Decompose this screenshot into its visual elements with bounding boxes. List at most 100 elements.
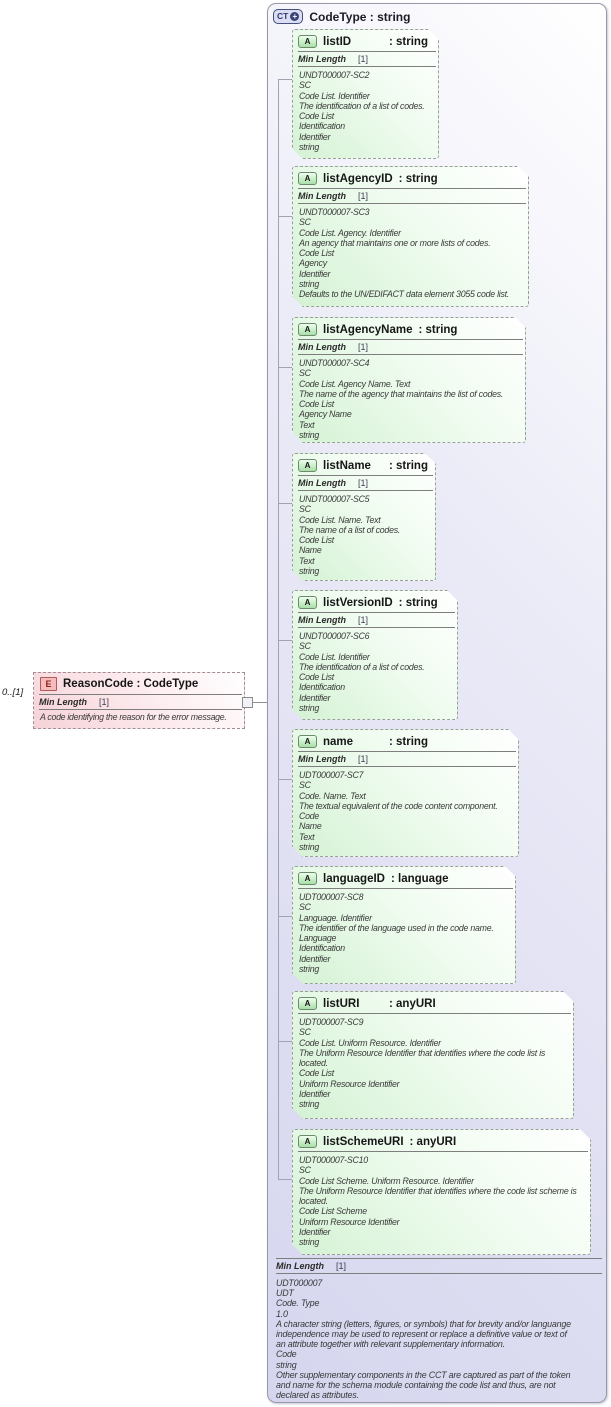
element-multiplicity: 0..[1] bbox=[2, 687, 24, 698]
attribute-type: : string bbox=[398, 172, 438, 185]
attribute-name: listAgencyID bbox=[323, 172, 393, 185]
attribute-facet-row: Min Length [1] bbox=[298, 191, 369, 201]
attribute-name: listID bbox=[323, 35, 352, 48]
tree-connector-stub bbox=[278, 779, 292, 780]
tree-connector-stub bbox=[278, 916, 292, 917]
divider bbox=[298, 51, 436, 52]
attribute-icon: A bbox=[298, 323, 317, 336]
attribute-facet-row: Min Length [1] bbox=[298, 754, 369, 764]
attribute-name: languageID bbox=[323, 872, 385, 885]
attribute-name: listURI bbox=[323, 997, 360, 1010]
attribute-icon: A bbox=[298, 735, 317, 748]
type-facet-row: Min Length [1] bbox=[276, 1261, 347, 1271]
codetype-panel[interactable]: CT + CodeType : string A listID : string… bbox=[267, 3, 607, 1403]
panel-title-row: CT + CodeType : string bbox=[273, 9, 410, 24]
tree-connector-stub bbox=[278, 1179, 292, 1180]
tree-connector-stub bbox=[278, 503, 292, 504]
element-annotation: A code identifying the reason for the er… bbox=[40, 712, 227, 722]
attribute-type: : string bbox=[389, 35, 428, 48]
attribute-icon: A bbox=[298, 1135, 317, 1148]
attribute-name: name bbox=[323, 735, 354, 748]
attribute-title-row: A listID : string bbox=[293, 30, 438, 49]
tree-connector-stub bbox=[278, 216, 292, 217]
attribute-box-listAgencyName[interactable]: A listAgencyName : string Min Length [1]… bbox=[292, 317, 526, 443]
tree-connector-stub bbox=[278, 367, 292, 368]
attribute-box-listID[interactable]: A listID : string Min Length [1] UNDT000… bbox=[292, 29, 439, 159]
panel-title: CodeType : string bbox=[309, 9, 411, 24]
attribute-type: : anyURI bbox=[409, 1135, 457, 1148]
divider bbox=[276, 1258, 602, 1259]
attribute-title-row: A listURI : anyURI bbox=[293, 992, 573, 1011]
attribute-box-name[interactable]: A name : string Min Length [1] UDT000007… bbox=[292, 729, 519, 857]
divider bbox=[298, 188, 526, 189]
expand-collapse-handle[interactable] bbox=[242, 697, 253, 708]
divider bbox=[298, 1151, 588, 1152]
element-title-row: E ReasonCode : CodeType bbox=[34, 673, 244, 692]
divider bbox=[298, 888, 513, 889]
divider bbox=[298, 627, 455, 628]
element-reasoncode[interactable]: E ReasonCode : CodeType Min Length [1] A… bbox=[33, 672, 245, 729]
divider bbox=[39, 709, 242, 710]
tree-connector-stub bbox=[278, 1041, 292, 1042]
attribute-facet-row: Min Length [1] bbox=[298, 478, 369, 488]
divider bbox=[298, 203, 526, 204]
attribute-icon: A bbox=[298, 596, 317, 609]
tree-rail bbox=[278, 79, 279, 1179]
tree-connector-stub bbox=[278, 640, 292, 641]
attribute-box-listAgencyID[interactable]: A listAgencyID : string Min Length [1] U… bbox=[292, 166, 529, 307]
complextype-icon: CT + bbox=[273, 9, 304, 24]
divider bbox=[298, 1013, 571, 1014]
attribute-box-listVersionID[interactable]: A listVersionID : string Min Length [1] … bbox=[292, 590, 458, 720]
divider bbox=[298, 490, 433, 491]
attribute-facet-row: Min Length [1] bbox=[298, 615, 369, 625]
divider bbox=[298, 612, 455, 613]
element-title: ReasonCode : CodeType bbox=[63, 678, 199, 690]
attribute-facet-row: Min Length [1] bbox=[298, 342, 369, 352]
element-icon: E bbox=[40, 677, 57, 691]
divider bbox=[276, 1273, 602, 1274]
divider bbox=[39, 694, 242, 695]
attribute-name: listSchemeURI bbox=[323, 1135, 404, 1148]
divider bbox=[298, 475, 433, 476]
attribute-title-row: A listName : string bbox=[293, 454, 435, 473]
attribute-type: : string bbox=[418, 323, 458, 336]
attribute-type: : anyURI bbox=[389, 997, 436, 1010]
attribute-title-row: A name : string bbox=[293, 730, 518, 749]
attribute-icon: A bbox=[298, 459, 317, 472]
plus-icon: + bbox=[290, 12, 300, 21]
element-facet-row: Min Length [1] bbox=[39, 697, 110, 707]
attribute-type: : string bbox=[389, 459, 428, 472]
divider bbox=[298, 354, 523, 355]
attribute-icon: A bbox=[298, 997, 317, 1010]
attribute-title-row: A languageID : language bbox=[293, 867, 515, 886]
attribute-name: listVersionID bbox=[323, 596, 393, 609]
attribute-name: listName bbox=[323, 459, 371, 472]
attribute-name: listAgencyName bbox=[323, 323, 413, 336]
attribute-type: : language bbox=[390, 872, 449, 885]
divider bbox=[298, 751, 516, 752]
attribute-title-row: A listAgencyID : string bbox=[293, 167, 528, 186]
attribute-icon: A bbox=[298, 172, 317, 185]
attribute-facet-row: Min Length [1] bbox=[298, 54, 369, 64]
divider bbox=[298, 339, 523, 340]
attribute-title-row: A listVersionID : string bbox=[293, 591, 457, 610]
divider bbox=[298, 766, 516, 767]
attribute-type: : string bbox=[389, 735, 428, 748]
attribute-box-listName[interactable]: A listName : string Min Length [1] UNDT0… bbox=[292, 453, 436, 581]
tree-connector-stub bbox=[278, 79, 292, 80]
